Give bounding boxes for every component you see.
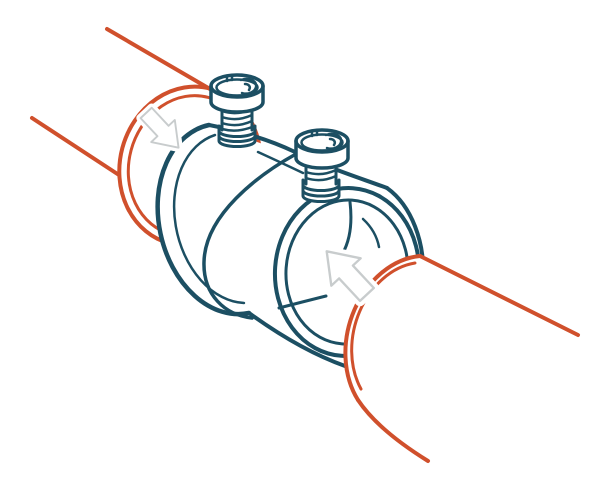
- left-terminal-cap-sides: [209, 84, 265, 114]
- right-pipe-bottom-edge: [356, 398, 430, 463]
- left-pipe-bottom-edge: [30, 116, 121, 177]
- right-pipe-body-fill: [345, 256, 578, 461]
- right-pipe-top-edge: [418, 254, 580, 337]
- left-terminal-cap-top-inner: [215, 78, 259, 97]
- left-arrow-body: [139, 106, 180, 149]
- right-terminal-cap-fill: [296, 130, 348, 168]
- left-pipe-top-edge: [105, 27, 212, 91]
- right-terminal-screw: [294, 128, 350, 203]
- right-pipe-end-rim-outer: [343, 254, 422, 402]
- right-terminal-slot: [310, 128, 343, 150]
- right-arrow-body: [325, 250, 376, 303]
- left-terminal-screw: [209, 73, 265, 148]
- right-insertion-arrow: [321, 245, 380, 307]
- right-terminal-cap-sides: [294, 139, 350, 170]
- right-terminal-cap-top-inner: [300, 133, 344, 152]
- coupler-bottom-edge: [247, 311, 347, 368]
- coupler-centre-band: [202, 152, 298, 320]
- coupler-mouth-rib-bottom: [277, 294, 328, 310]
- coupler-mouth-rib-right: [361, 217, 381, 249]
- coupler-left-rim-inner: [172, 133, 246, 305]
- right-terminal-base-lines: [301, 178, 341, 203]
- left-insertion-arrow: [136, 103, 183, 152]
- left-terminal-cap-fill: [211, 75, 263, 112]
- right-pipe-end-rim-inner: [350, 261, 417, 391]
- left-terminal-slot: [225, 73, 258, 95]
- left-terminal-base-lines: [217, 124, 257, 148]
- right-pipe: [343, 254, 580, 463]
